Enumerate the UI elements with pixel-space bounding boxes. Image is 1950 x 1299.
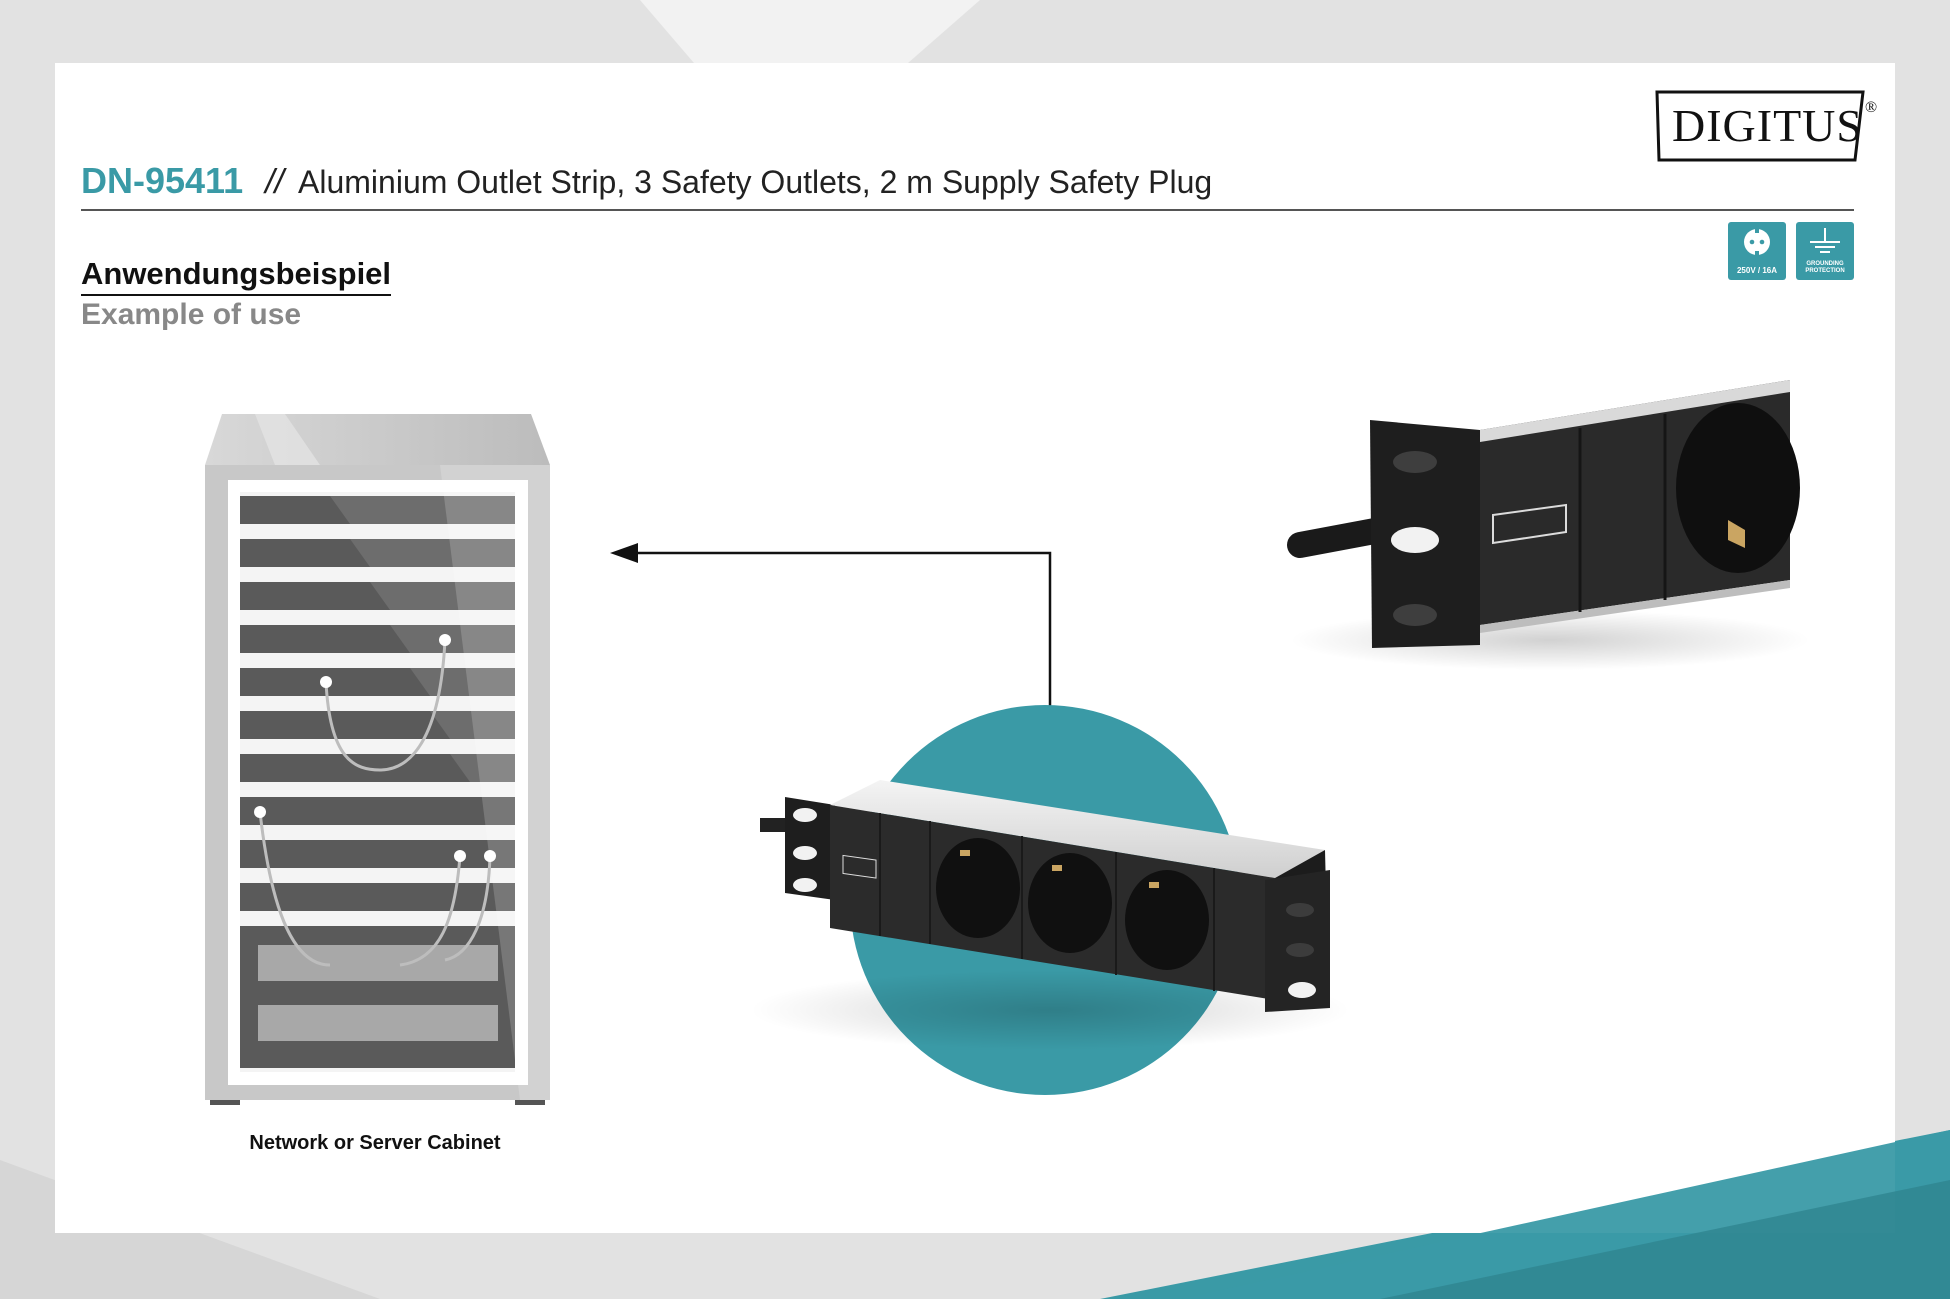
safety-socket-icon [1744,229,1770,255]
title-separator: // [265,163,285,201]
section-heading-de: Anwendungsbeispiel [81,256,392,296]
title-rule [81,209,1854,211]
badge-grounding-label: GROUNDING PROTECTION [1805,261,1845,274]
outlet-strip [750,780,1350,1050]
registered-mark: ® [1864,99,1879,116]
grounding-icon [1810,228,1840,253]
strip-closeup [1287,380,1810,670]
section-heading-en: Example of use [81,298,302,331]
product-description: Aluminium Outlet Strip, 3 Safety Outlets… [298,164,1213,200]
product-title: DN-95411 // Aluminium Outlet Strip, 3 Safe… [81,160,1212,210]
badge-voltage-label: 250V / 16A [1736,266,1778,275]
cabinet-caption: Network or Server Cabinet [249,1132,501,1154]
digitus-logo-frame [1655,90,1865,162]
badge-voltage: 250V / 16A [1728,222,1786,280]
badge-grounding: GROUNDING PROTECTION [1796,222,1854,280]
server-cabinet [205,414,550,1105]
model-number: DN-95411 [81,160,244,201]
logo-word: DIGITUS [1672,100,1863,151]
arrow-connector [610,543,1052,758]
digitus-logo: DIGITUS® [1672,98,1877,154]
